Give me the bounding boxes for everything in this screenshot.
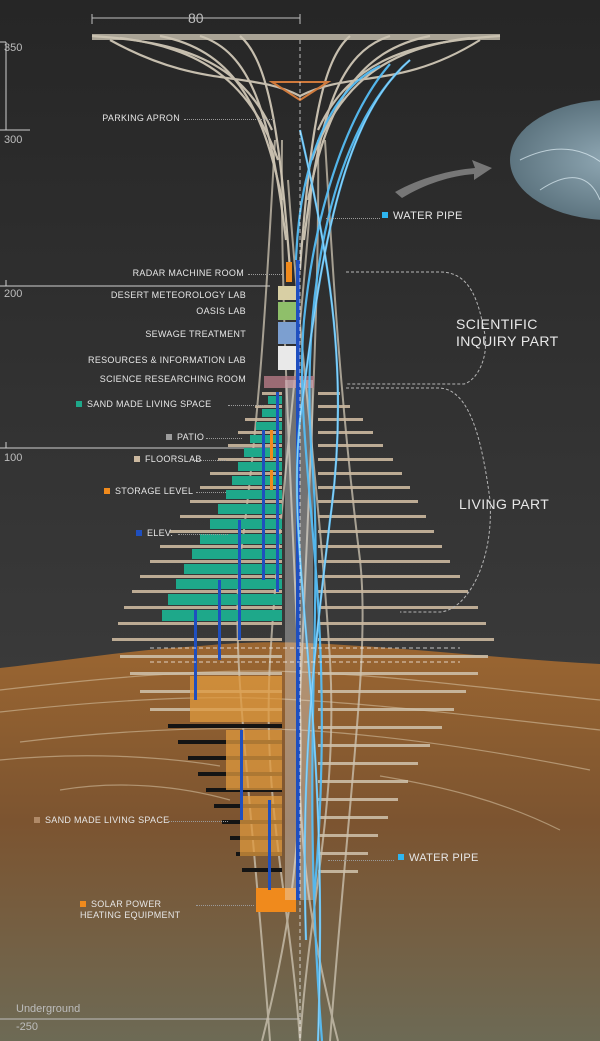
label-water-pipe-top: WATER PIPE (382, 211, 463, 222)
solar-swatch-icon (80, 900, 86, 907)
part-living: LIVING PART (459, 496, 550, 512)
label-water-pipe-top-text: WATER PIPE (393, 210, 463, 222)
label-solar-line2: HEATING EQUIPMENT (80, 910, 181, 920)
sand-made-living-space (162, 396, 282, 621)
scale-200: 200 (4, 288, 23, 300)
label-elev-text: ELEV. (147, 528, 174, 538)
dimension-line (91, 14, 301, 24)
label-radar-machine-room: RADAR MACHINE ROOM (132, 268, 244, 278)
patio-swatch-icon (166, 433, 172, 440)
label-water-pipe-bottom: WATER PIPE (398, 853, 479, 864)
scale-100: 100 (4, 452, 23, 464)
label-floorslab-text: FLOORSLAB (145, 454, 202, 464)
scale-350: 350 (4, 42, 23, 54)
label-sand-made-living-space-bottom: SAND MADE LIVING SPACE (34, 815, 169, 826)
label-storage-level-text: STORAGE LEVEL (115, 486, 194, 496)
dimension-width-label: 80 (188, 10, 204, 26)
label-sand-made-living-space-top-text: SAND MADE LIVING SPACE (87, 399, 212, 409)
label-solar-power-heating: SOLAR POWER HEATING EQUIPMENT (80, 899, 180, 921)
part-brackets (346, 271, 491, 613)
scale-minus250: -250 (16, 1021, 39, 1033)
disc (510, 100, 600, 220)
label-floorslab: FLOORSLAB (134, 454, 202, 465)
label-resources-information-lab: RESOURCES & INFORMATION LAB (88, 355, 246, 365)
part-scientific-inquiry: SCIENTIFIC INQUIRY PART (456, 316, 559, 350)
green-swatch-icon (76, 400, 82, 407)
label-sand-made-living-space-top: SAND MADE LIVING SPACE (76, 399, 211, 410)
label-patio-text: PATIO (177, 432, 205, 442)
scale-300: 300 (4, 134, 23, 146)
label-science-researching-room: SCIENCE RESEARCHING ROOM (99, 374, 246, 384)
label-sewage-treatment: SEWAGE TREATMENT (145, 329, 246, 339)
storage-level-markers (270, 262, 292, 490)
sand-swatch-icon (34, 816, 40, 823)
floorslab-swatch-icon (134, 455, 140, 462)
label-oasis-lab: OASIS LAB (196, 306, 246, 316)
label-parking-apron: PARKING APRON (102, 113, 180, 123)
water-pipe-swatch-icon-2 (398, 854, 404, 861)
label-desert-meteorology-lab: DESERT METEOROLOGY LAB (110, 290, 246, 300)
part-scientific-line2: INQUIRY PART (456, 333, 559, 349)
label-water-pipe-bottom-text: WATER PIPE (409, 852, 479, 864)
water-pipe-swatch-icon (382, 212, 388, 219)
underground-living-space (190, 676, 282, 856)
solar-heating-equipment-block (256, 888, 296, 912)
level-dashes (150, 40, 460, 1041)
scale-underground: Underground (16, 1003, 81, 1015)
elev-swatch-icon (136, 529, 142, 536)
elevator-shafts (194, 260, 300, 900)
storage-swatch-icon (104, 487, 110, 494)
scale-lines (0, 41, 300, 1020)
direction-arrow (395, 160, 492, 198)
label-solar-line1: SOLAR POWER (91, 899, 162, 909)
label-storage-level: STORAGE LEVEL (104, 486, 193, 497)
label-patio: PATIO (166, 432, 204, 443)
label-sand-made-living-space-bottom-text: SAND MADE LIVING SPACE (45, 815, 170, 825)
label-elev: ELEV. (136, 528, 173, 539)
part-scientific-line1: SCIENTIFIC (456, 316, 538, 332)
